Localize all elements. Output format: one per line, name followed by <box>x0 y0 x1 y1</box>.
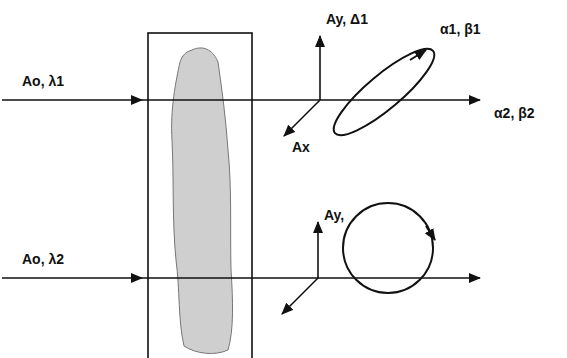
y-axis <box>317 222 319 278</box>
transmitted-beam <box>142 99 480 101</box>
rotation-arrow <box>426 226 435 240</box>
sample-holder <box>148 33 252 358</box>
sample <box>172 48 233 354</box>
axis-label: Ay, Δ1 <box>326 12 368 27</box>
incident-beam <box>2 277 142 279</box>
polarization-ellipse <box>324 38 444 146</box>
x-axis <box>282 278 318 314</box>
axis-label: Ay, <box>324 208 344 223</box>
y-axis <box>319 36 321 100</box>
beam-label: Ao, λ1 <box>22 74 64 89</box>
axis-label: Ax <box>292 140 310 155</box>
x-axis <box>284 100 320 136</box>
incident-beam <box>2 99 142 101</box>
beam-label: Ao, λ2 <box>22 252 64 267</box>
transmitted-beam <box>142 277 480 279</box>
rotation-arrow <box>410 50 426 60</box>
polarization-circle <box>343 203 433 293</box>
parameter-label: α1, β1 <box>440 22 481 37</box>
parameter-label: α2, β2 <box>494 106 535 121</box>
